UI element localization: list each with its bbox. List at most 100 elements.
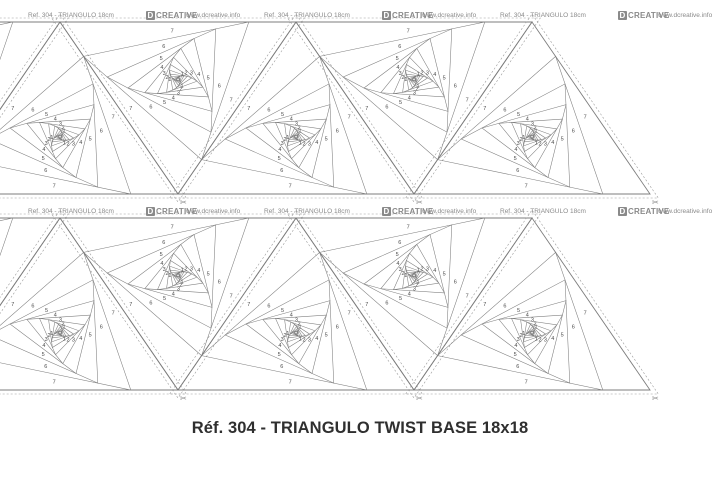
fold-line (83, 217, 250, 357)
fold-line (526, 328, 536, 337)
fold-line (0, 251, 132, 391)
fold-line (342, 28, 453, 133)
piece-number: 5 (561, 136, 564, 142)
piece-number: 3 (281, 337, 284, 343)
piece-number: 2 (302, 338, 305, 344)
fold-line (127, 234, 213, 308)
piece-number: 4 (433, 268, 436, 274)
piece-number: 4 (408, 291, 411, 297)
piece-number: 2 (66, 142, 69, 148)
piece-number: 2 (283, 137, 286, 143)
piece-number: 5 (325, 332, 328, 338)
piece-number: 6 (31, 108, 34, 114)
fold-line (405, 69, 429, 91)
piece-number: 6 (149, 104, 152, 110)
fold-line (54, 328, 64, 337)
fold-line (169, 73, 188, 89)
reference-label: Ref. 304 - TRIANGULO 18cm (264, 208, 350, 215)
fold-line (144, 47, 209, 98)
piece-number: 4 (160, 261, 163, 267)
fold-line (528, 134, 535, 140)
website-label: www.dcreative.info (422, 208, 477, 215)
piece-number: 5 (89, 332, 92, 338)
fold-line (56, 330, 63, 336)
fold-line (511, 318, 558, 356)
cut-line (169, 209, 423, 395)
piece-number: 6 (44, 364, 47, 370)
piece-number: 7 (53, 183, 56, 189)
piece-number: 3 (190, 70, 193, 76)
piece-number: 6 (454, 84, 457, 90)
fold-line (9, 300, 95, 374)
triangle-outline (0, 21, 61, 111)
piece-number: 2 (302, 142, 305, 148)
piece-number: 7 (11, 302, 14, 308)
fold-line (393, 252, 440, 290)
piece-number: 4 (551, 140, 554, 146)
piece-number: 1 (181, 71, 184, 77)
fold-line (437, 55, 604, 195)
fold-line (292, 134, 299, 140)
fold-line (166, 260, 198, 289)
fold-line (51, 323, 70, 339)
fold-line (201, 55, 368, 195)
cut-line (0, 13, 187, 199)
piece-number: 4 (160, 65, 163, 71)
reference-label: Ref. 304 - TRIANGULO 18cm (264, 12, 350, 19)
fold-line (411, 77, 417, 81)
piece-number: 2 (415, 283, 418, 289)
fold-line (106, 28, 217, 133)
piece-number: 1 (286, 135, 289, 141)
fold-line (284, 319, 316, 348)
fold-line (55, 329, 63, 336)
piece-number: 3 (544, 142, 547, 148)
fold-line (402, 64, 434, 93)
fold-line (106, 224, 217, 329)
piece-number: 3 (308, 142, 311, 148)
fold-line (409, 272, 417, 279)
fold-line (174, 272, 181, 278)
piece-number: 4 (315, 336, 318, 342)
piece-number: 3 (59, 121, 62, 127)
piece-number: 2 (179, 87, 182, 93)
brand-mark: D (618, 207, 627, 216)
fold-line (405, 73, 424, 89)
fold-line (52, 130, 67, 141)
fold-line (409, 76, 417, 83)
scissors-icon: ✂ (416, 198, 423, 207)
piece-number: 7 (466, 293, 469, 299)
piece-number: 5 (561, 332, 564, 338)
piece-number: 6 (100, 324, 103, 330)
piece-number: 2 (184, 71, 187, 77)
piece-number: 5 (207, 76, 210, 82)
brand-mark: D (382, 11, 391, 20)
fold-line (174, 76, 181, 82)
piece-number: 1 (417, 267, 420, 273)
piece-number: 7 (525, 183, 528, 189)
fold-line (520, 123, 552, 152)
piece-number: 4 (514, 147, 517, 153)
piece-number: 7 (348, 115, 351, 121)
website-label: www.dcreative.info (422, 12, 477, 19)
piece-number: 7 (584, 115, 587, 121)
website-label: www.dcreative.info (186, 12, 241, 19)
fold-line (527, 329, 535, 336)
piece-number: 7 (129, 106, 132, 112)
fold-line (524, 130, 539, 141)
fold-line (157, 252, 204, 290)
piece-number: 4 (42, 343, 45, 349)
piece-number: 2 (66, 338, 69, 344)
fold-line (57, 331, 63, 335)
piece-number: 6 (31, 304, 34, 310)
fold-line (83, 21, 250, 161)
brand-name: CREATIVE (627, 11, 670, 20)
brand-name: CREATIVE (627, 207, 670, 216)
fold-line (406, 75, 421, 86)
scissors-icon: ✂ (180, 198, 187, 207)
fold-line (363, 38, 449, 112)
piece-number: 6 (385, 104, 388, 110)
piece-number: 2 (283, 333, 286, 339)
scissors-icon: ✂ (416, 394, 423, 403)
